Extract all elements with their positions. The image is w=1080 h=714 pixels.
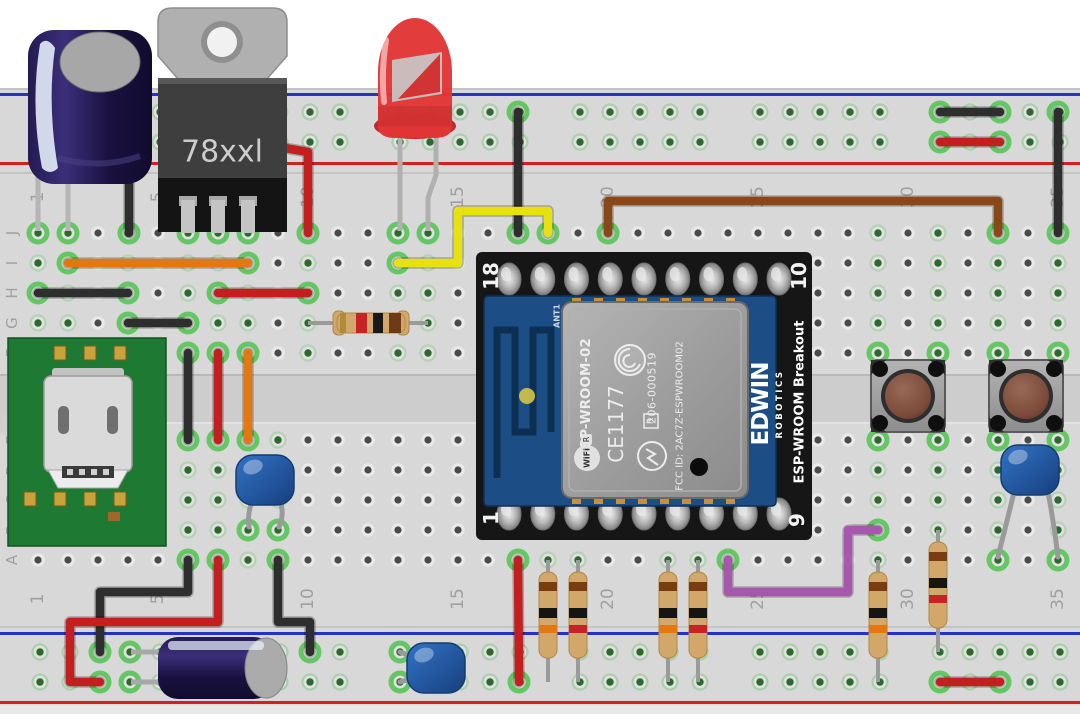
wire-brown[interactable]	[602, 195, 1004, 239]
row-label-I: I	[3, 261, 21, 265]
wire-black-bottom-left-2[interactable]	[272, 554, 316, 658]
antenna-trace	[493, 326, 555, 478]
electrolytic-capacitor-1[interactable]	[28, 30, 152, 231]
resistor-7[interactable]	[928, 530, 948, 652]
ant-label: ANT1	[553, 304, 562, 328]
esp-pin-label-18: 18	[479, 262, 503, 290]
push-button-1[interactable]	[870, 359, 946, 433]
breakout-label: ESP-WROOM Breakout	[793, 321, 808, 484]
resistor-6[interactable]	[868, 560, 888, 682]
esp-pin-label-1: 1	[479, 511, 503, 525]
row-label-G: G	[3, 317, 21, 329]
electrolytic-capacitor-2[interactable]	[131, 637, 288, 699]
resistor-1[interactable]	[308, 310, 428, 336]
ceramic-capacitor-1[interactable]	[235, 454, 295, 530]
wifi-logo-icon	[574, 445, 600, 471]
ce-mark: CE1177	[604, 385, 628, 463]
brand-name: EDWIN	[748, 363, 774, 446]
ceramic-capacitor-3[interactable]	[995, 444, 1061, 560]
jumper-wires	[32, 106, 1064, 688]
wire-red-bottom-mid[interactable]	[512, 554, 525, 688]
serial-number: 206-000519	[646, 352, 659, 424]
micro-usb-connector	[43, 368, 133, 489]
resistor-5[interactable]	[688, 560, 708, 682]
column-number-bottom-35: 35	[1048, 588, 1068, 610]
resistor-2[interactable]	[538, 560, 558, 682]
column-number-bottom-10: 10	[298, 588, 318, 610]
svg-text:WiFi: WiFi	[583, 448, 592, 468]
fcc-id: FCC ID: 2AC7Z-ESPWROOM02	[675, 341, 686, 490]
svg-text:R: R	[646, 418, 656, 424]
push-button-2[interactable]	[988, 359, 1064, 433]
regulator-label: 78xxl	[181, 135, 263, 170]
svg-text:R: R	[582, 436, 591, 442]
column-number-bottom-5: 5	[148, 594, 168, 605]
button-cap	[885, 373, 931, 419]
wire-yellow[interactable]	[392, 205, 554, 269]
column-number-bottom-1: 1	[28, 594, 48, 605]
esp-pin-label-9: 9	[785, 513, 809, 527]
resistor-3[interactable]	[568, 560, 588, 682]
row-label-J: J	[3, 231, 21, 236]
column-number-bottom-30: 30	[898, 588, 918, 610]
brand-sub: ROBOTICS	[775, 370, 785, 439]
micro-usb-breakout-board[interactable]	[0, 337, 167, 547]
esp-model-label: ESP-WROOM-02	[578, 338, 594, 458]
row-label-A: A	[3, 554, 21, 565]
ceramic-capacitor-2[interactable]	[397, 642, 466, 694]
resistor-4[interactable]	[658, 560, 678, 682]
wire-purple[interactable]	[722, 524, 884, 598]
esp-pin-label-10: 10	[787, 262, 811, 290]
row-label-H: H	[3, 287, 21, 298]
esp-shield	[561, 301, 749, 499]
cert-mark-icon	[637, 441, 667, 471]
voltage-regulator-78xxl[interactable]: 78xxl	[157, 7, 288, 233]
red-led[interactable]	[374, 18, 456, 231]
column-number-bottom-20: 20	[598, 588, 618, 610]
column-number-top-15: 15	[448, 186, 468, 208]
button-cap	[1003, 373, 1049, 419]
column-number-bottom-15: 15	[448, 588, 468, 610]
wire-red-bottom-left[interactable]	[64, 554, 224, 688]
